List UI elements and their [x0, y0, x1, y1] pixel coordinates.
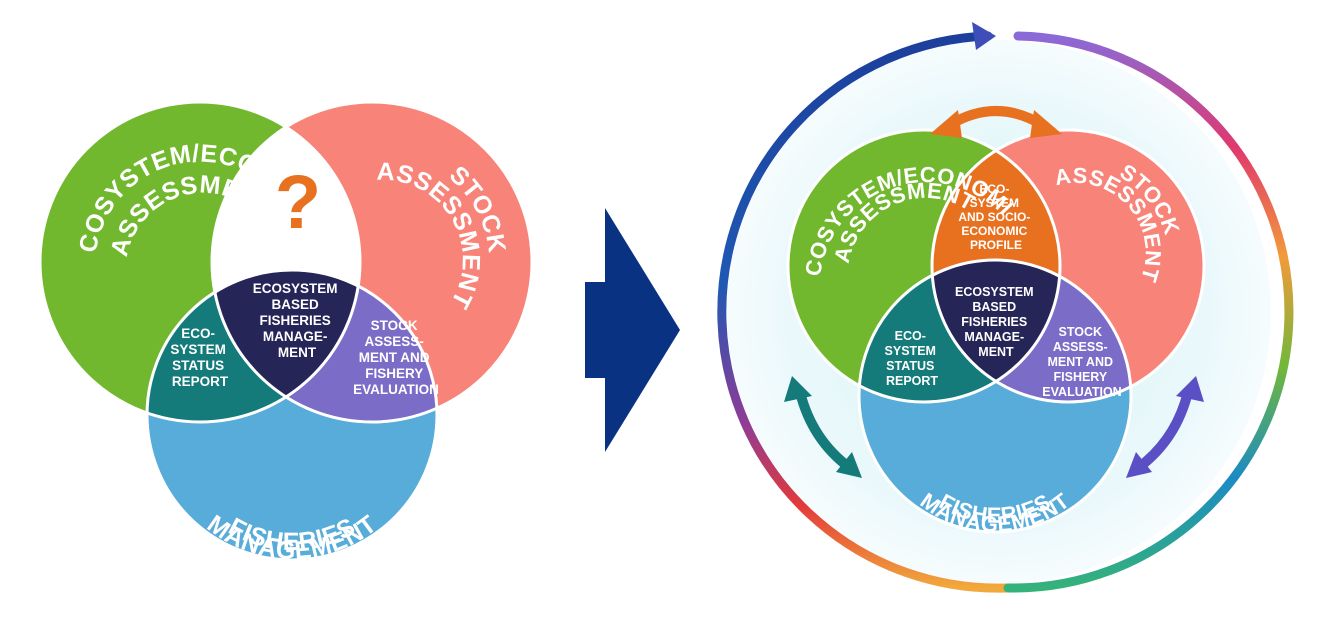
ring-arrowhead-icon	[972, 22, 996, 50]
left-center-label: ECOSYSTEM BASED FISHERIES MANAGE- MENT	[253, 281, 342, 360]
ring-right-arc	[1003, 31, 1294, 593]
left-safe-label: STOCK ASSESS- MENT AND FISHERY EVALUATIO…	[353, 318, 439, 397]
transition-arrow-icon	[585, 208, 680, 452]
right-center-label: ECOSYSTEM BASED FISHERIES MANAGE- MENT	[955, 285, 1037, 359]
right-safe-label: STOCK ASSESS- MENT AND FISHERY EVALUATIO…	[1042, 325, 1121, 399]
left-venn-diagram: ECOSYSTEM/ECONOMIC ASSESSMENT STOCK ASSE…	[40, 102, 532, 560]
ring-left-arc	[717, 31, 1013, 593]
left-double-arrow-icon	[784, 376, 862, 478]
right-esr-label: ECO- SYSTEM STATUS REPORT	[885, 329, 940, 388]
right-double-arrow-icon	[1126, 376, 1204, 478]
right-esp-label: ECO- SYSTEM AND SOCIO- ECONOMIC PROFILE	[958, 182, 1033, 252]
left-esr-label: ECO- SYSTEM STATUS REPORT	[170, 326, 229, 389]
top-double-arrow-icon	[930, 106, 1062, 138]
question-mark-icon: ?	[275, 160, 321, 245]
